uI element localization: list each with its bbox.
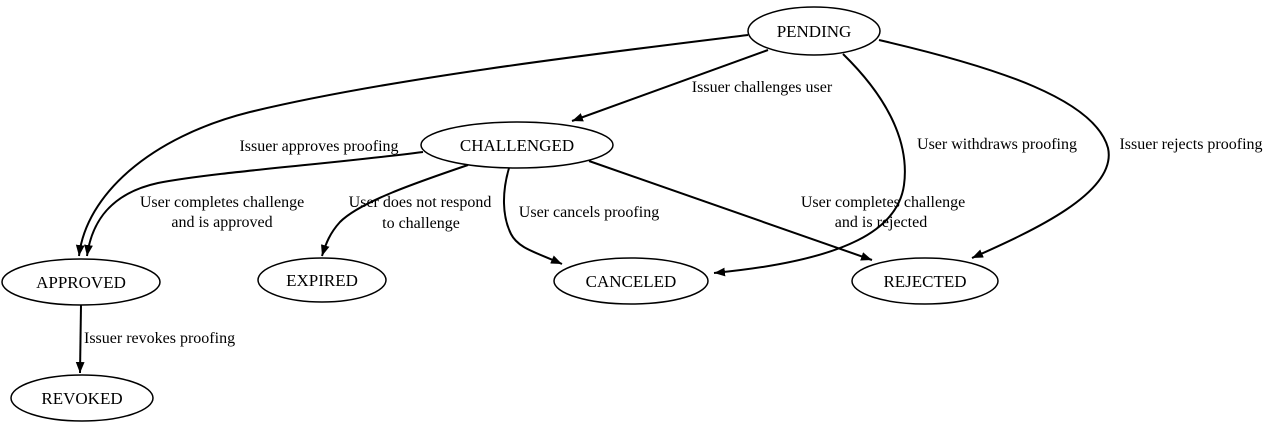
edge-label-completes-challenge-approved: User completes challenge and is approved xyxy=(140,194,304,231)
state-node-revoked: REVOKED xyxy=(10,374,154,422)
revoked-label: REVOKED xyxy=(41,389,122,408)
edges-layer xyxy=(75,34,1110,374)
edge-challenged-rejected xyxy=(588,160,873,261)
state-node-canceled: CANCELED xyxy=(553,257,709,305)
edge-challenged-expired xyxy=(321,164,469,257)
nodes-layer: PENDING CHALLENGED APPROVED EXPIRED CANC… xyxy=(1,6,999,422)
challenged-label: CHALLENGED xyxy=(460,136,574,155)
edge-label-does-not-respond: User does not respond to challenge xyxy=(349,194,492,232)
pending-ellipse xyxy=(747,6,881,56)
state-node-expired: EXPIRED xyxy=(257,257,387,303)
approved-label: APPROVED xyxy=(36,273,126,292)
edge-label-issuer-rejects-proofing: Issuer rejects proofing xyxy=(1119,136,1262,153)
svg-text:User does not respond: User does not respond xyxy=(349,194,492,211)
approved-ellipse xyxy=(1,258,161,306)
state-node-approved: APPROVED xyxy=(1,258,161,306)
state-node-pending: PENDING xyxy=(747,6,881,56)
edge-pending-rejected xyxy=(878,39,1110,259)
edge-label-issuer-approves-proofing: Issuer approves proofing xyxy=(239,138,398,155)
edge-label-issuer-revokes-proofing: Issuer revokes proofing xyxy=(84,330,235,347)
rejected-ellipse xyxy=(851,257,999,305)
edge-approved-revoked xyxy=(75,304,85,374)
edge-challenged-canceled xyxy=(502,167,563,265)
svg-text:User completes challenge: User completes challenge xyxy=(801,194,965,211)
edge-label-user-withdraws-proofing: User withdraws proofing xyxy=(917,136,1077,153)
pending-label: PENDING xyxy=(777,22,852,41)
edge-challenged-approved xyxy=(84,151,424,257)
canceled-label: CANCELED xyxy=(586,272,677,291)
svg-text:and is rejected: and is rejected xyxy=(835,214,927,231)
edge-pending-approved xyxy=(75,34,749,257)
edge-pending-challenged xyxy=(571,49,769,122)
canceled-ellipse xyxy=(553,257,709,305)
expired-ellipse xyxy=(257,257,387,303)
state-node-rejected: REJECTED xyxy=(851,257,999,305)
state-node-challenged: CHALLENGED xyxy=(420,121,614,169)
svg-text:User completes challenge: User completes challenge xyxy=(140,194,304,211)
rejected-label: REJECTED xyxy=(883,272,966,291)
edge-label-user-cancels-proofing: User cancels proofing xyxy=(519,204,659,221)
svg-text:to challenge: to challenge xyxy=(382,215,460,232)
edge-label-completes-challenge-rejected: User completes challenge and is rejected xyxy=(801,194,965,231)
edge-label-issuer-challenges-user: Issuer challenges user xyxy=(692,79,833,96)
svg-text:and is approved: and is approved xyxy=(171,214,272,231)
edge-labels-layer: Issuer challenges user Issuer approves p… xyxy=(84,79,1263,347)
edge-pending-canceled xyxy=(713,53,906,277)
challenged-ellipse xyxy=(420,121,614,169)
expired-label: EXPIRED xyxy=(286,271,358,290)
revoked-ellipse xyxy=(10,374,154,422)
